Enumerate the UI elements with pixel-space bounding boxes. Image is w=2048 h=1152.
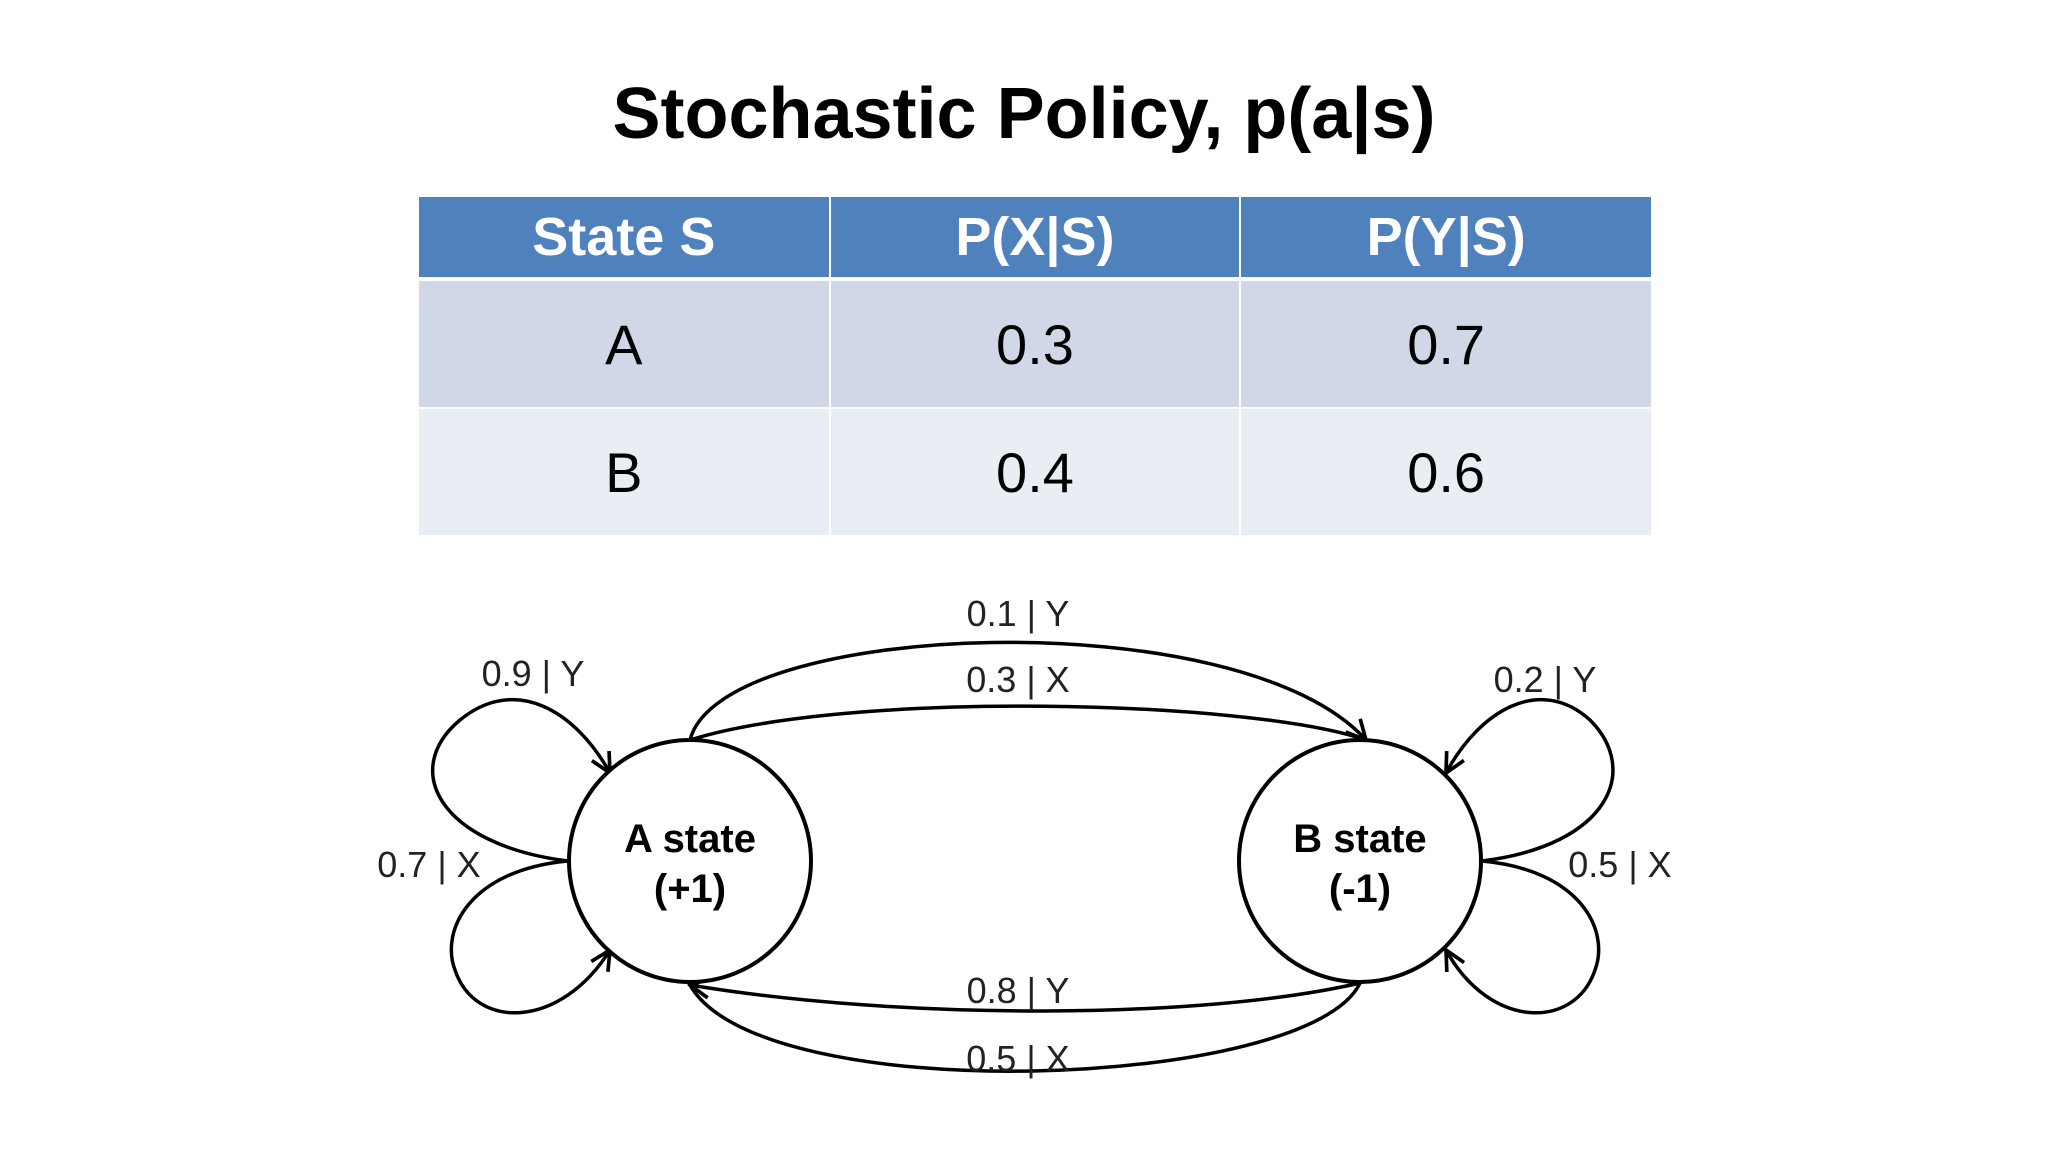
edge-b-to-a-x — [688, 982, 1362, 1073]
header-p-x: P(X|S) — [829, 197, 1242, 281]
label-a-self-y: 0.9 | Y — [482, 653, 585, 694]
label-a-to-b-y: 0.1 | Y — [967, 593, 1070, 634]
cell-p-y: 0.7 — [1240, 279, 1651, 409]
node-a-reward: (+1) — [654, 867, 726, 911]
edge-a-self-x — [449, 859, 610, 1015]
node-b-name: B state — [1293, 817, 1426, 861]
node-b-reward: (-1) — [1329, 867, 1391, 911]
label-b-to-a-x: 0.5 | X — [966, 1038, 1069, 1079]
cell-state: B — [419, 408, 831, 537]
policy-table: State S P(X|S) P(Y|S) A 0.3 0.7 B 0.4 0.… — [419, 197, 1651, 537]
slide-title: Stochastic Policy, p(a|s) — [612, 74, 1436, 154]
table-header-row: State S P(X|S) P(Y|S) — [419, 197, 1651, 281]
cell-p-y: 0.6 — [1240, 408, 1651, 537]
edge-a-to-b-x — [689, 704, 1367, 742]
edge-b-self-y — [1446, 697, 1615, 863]
label-b-self-y: 0.2 | Y — [1494, 659, 1597, 700]
label-b-to-a-y: 0.8 | Y — [967, 970, 1070, 1011]
table-row: B 0.4 0.6 — [419, 408, 1651, 537]
node-a-state — [567, 738, 813, 984]
label-a-to-b-x: 0.3 | X — [966, 659, 1069, 700]
edge-b-to-a-y — [690, 983, 1361, 1013]
cell-state: A — [419, 279, 831, 409]
edge-b-self-x — [1446, 859, 1601, 1015]
label-b-self-x: 0.5 | X — [1568, 844, 1671, 885]
cell-p-x: 0.4 — [829, 408, 1242, 537]
header-state: State S — [419, 197, 831, 281]
header-p-y: P(Y|S) — [1240, 197, 1651, 281]
node-a-name: A state — [624, 817, 756, 861]
label-a-self-x: 0.7 | X — [377, 844, 480, 885]
edge-a-self-y — [431, 697, 610, 863]
cell-p-x: 0.3 — [829, 279, 1242, 409]
edge-a-to-b-y — [688, 640, 1366, 740]
node-b-state — [1237, 738, 1483, 984]
table-row: A 0.3 0.7 — [419, 279, 1651, 409]
